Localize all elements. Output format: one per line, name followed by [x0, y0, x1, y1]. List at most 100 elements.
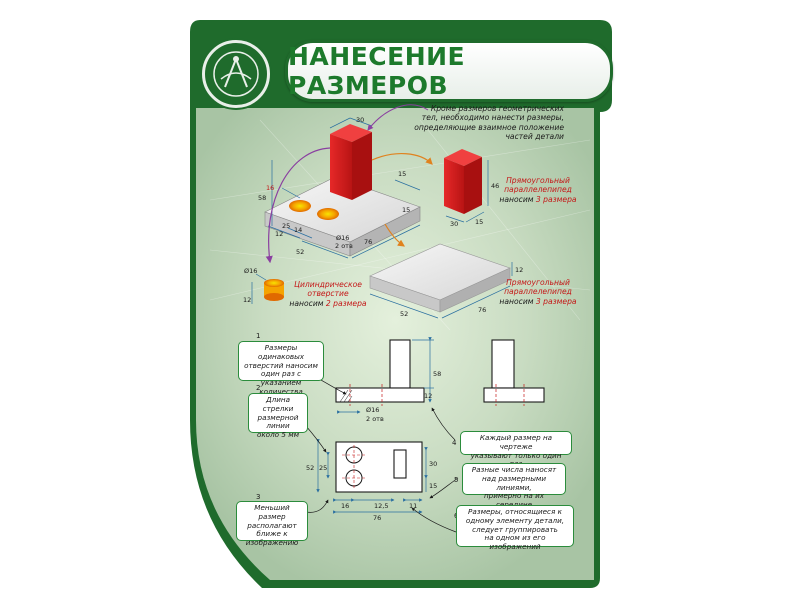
- cylinder-label-count: 2 размера: [325, 298, 367, 308]
- arrow-to-cylinder: [265, 147, 331, 264]
- cylinder-label-line: отверстие: [307, 289, 349, 299]
- side-view: [483, 339, 545, 403]
- assembly-dim-30: 30: [356, 116, 364, 124]
- assembly-dim-14: 14: [294, 226, 302, 234]
- callout-line: около 5 мм: [256, 430, 300, 440]
- intro-note: Кроме размеров геометрических тел, необх…: [414, 104, 564, 142]
- plan-dim-76: 76: [373, 514, 381, 522]
- plan-view-centerlines: [342, 445, 366, 490]
- callout-line: Размеры одинаковых: [257, 343, 305, 361]
- intro-note-line: Кроме размеров геометрических: [430, 104, 564, 113]
- plan-dim-16: 16: [341, 502, 349, 510]
- plan-dim-52: 52: [306, 464, 314, 472]
- plan-dim-30: 30: [429, 460, 437, 468]
- assembly-dimension-lines: [267, 117, 421, 259]
- slab-label-prefix: наносим: [499, 296, 534, 306]
- front-dim-hole: Ø16: [366, 406, 379, 414]
- slab-model: [369, 243, 511, 313]
- arrow-from-note: [367, 104, 429, 131]
- assembly-dim-12: 12: [275, 230, 283, 238]
- intro-note-line: частей детали: [505, 132, 564, 142]
- intro-note-line: тел, необходимо нанести размеры,: [421, 113, 564, 123]
- callout-line: примерно на их середине: [483, 491, 545, 509]
- callout-line: располагают: [247, 520, 297, 530]
- slab-label-count: 3 размера: [535, 296, 577, 306]
- rule-callout-6: Размеры, относящиеся к одному элементу д…: [456, 505, 574, 551]
- rule-number: 2: [256, 384, 261, 392]
- front-view-centerlines: [349, 384, 383, 406]
- front-dim-12: 12: [424, 392, 432, 400]
- assembly-dim-side-15: 15: [402, 206, 410, 214]
- intro-note-line: определяющие взаимное положение: [414, 122, 564, 132]
- cylinder-label-count-line: наносим 2 размера: [286, 299, 370, 308]
- cylinder-dim-12: 12: [243, 296, 251, 304]
- rule-callout-5: Разные числа наносят над размерными лини…: [462, 463, 566, 509]
- callout-line: размерной: [257, 412, 299, 422]
- prism-label-line: параллелепипед: [504, 185, 572, 195]
- front-view-dimensions: [337, 337, 434, 414]
- cylinder-dim-diam: Ø16: [244, 267, 257, 275]
- prism-label-count: 3 размера: [535, 194, 577, 204]
- prism-dimension-lines: [445, 160, 489, 223]
- slab-label-line: Прямоугольный: [506, 278, 570, 287]
- rule-callout-2: Длина стрелки размерной линии около 5 мм: [248, 393, 308, 439]
- callout-line: Каждый размер на чертеже: [479, 433, 553, 451]
- drafting-compass-icon: [202, 40, 270, 108]
- side-view-centerlines: [495, 384, 525, 406]
- cylinder-model: [264, 279, 284, 301]
- callout-line: Размеры, относящиеся к: [468, 507, 562, 516]
- slab-dim-12: 12: [515, 266, 523, 274]
- assembly-dim-52: 52: [296, 248, 304, 256]
- assembly-dim-16: 16: [266, 184, 274, 192]
- callout-line: количества: [259, 386, 303, 396]
- arrow-to-slab: [384, 223, 405, 247]
- rule-callout-3: Меньший размер располагают ближе к изобр…: [236, 501, 308, 547]
- slab-label-count-line: наносим 3 размера: [498, 297, 578, 306]
- rule-number: 5: [454, 476, 459, 484]
- callout-line: Разные числа наносят: [471, 465, 557, 474]
- rule-number: 4: [452, 439, 457, 447]
- prism-model: [444, 149, 482, 214]
- prism-label: Прямоугольный параллелепипед наносим 3 р…: [498, 176, 578, 204]
- title-banner: НАНЕСЕНИЕ РАЗМЕРОВ: [285, 40, 613, 102]
- callout-line: одному элементу детали,: [465, 515, 565, 525]
- arrow-to-prism: [371, 153, 433, 165]
- callout-line: ближе к: [256, 529, 288, 539]
- cylinder-label-prefix: наносим: [289, 298, 324, 308]
- callout-line: на одном из его изображений: [484, 533, 546, 552]
- slab-label: Прямоугольный параллелепипед наносим 3 р…: [498, 278, 578, 306]
- callout-line: линии: [266, 421, 290, 431]
- callout-line: Меньший размер: [254, 503, 290, 521]
- rule-number: 1: [256, 332, 261, 340]
- callout-line: над размерными линиями,: [481, 473, 547, 492]
- prism-label-prefix: наносим: [499, 194, 534, 204]
- rule-callout-1: Размеры одинаковых отверстий наносим оди…: [238, 341, 324, 396]
- prism-label-count-line: наносим 3 размера: [498, 195, 578, 204]
- cylinder-label-line: Цилиндрическое: [294, 280, 362, 289]
- assembly-dim-holes: 2 отв: [335, 242, 353, 250]
- prism-dim-46: 46: [491, 182, 499, 190]
- front-dim-58: 58: [433, 370, 441, 378]
- callout-line: Длина стрелки: [262, 395, 294, 413]
- callout-line: следует группировать: [472, 524, 558, 534]
- slab-dimension-lines: [369, 262, 513, 319]
- callout-line: изображению: [245, 538, 299, 548]
- plan-view-dimensions: [316, 439, 428, 514]
- plan-dim-25: 25: [319, 464, 327, 472]
- assembly-dim-76: 76: [364, 238, 372, 246]
- slab-label-line: параллелепипед: [504, 287, 572, 297]
- rule-number: 3: [256, 493, 261, 501]
- page-title: НАНЕСЕНИЕ РАЗМЕРОВ: [288, 42, 466, 100]
- assembly-dim-top-15: 15: [398, 170, 406, 178]
- plan-dim-12-5: 12,5: [374, 502, 388, 510]
- plan-dim-15: 15: [429, 482, 437, 490]
- plan-dim-11: 11: [409, 502, 417, 510]
- prism-dim-15: 15: [475, 218, 483, 226]
- callout-line: отверстий наносим: [244, 360, 318, 370]
- cylinder-label: Цилиндрическое отверстие наносим 2 разме…: [286, 280, 370, 308]
- callout-line: один раз с указанием: [260, 369, 302, 388]
- prism-dim-30: 30: [450, 220, 458, 228]
- assembly-dim-hole-diam: Ø16: [336, 234, 349, 242]
- assembly-model: [264, 124, 421, 257]
